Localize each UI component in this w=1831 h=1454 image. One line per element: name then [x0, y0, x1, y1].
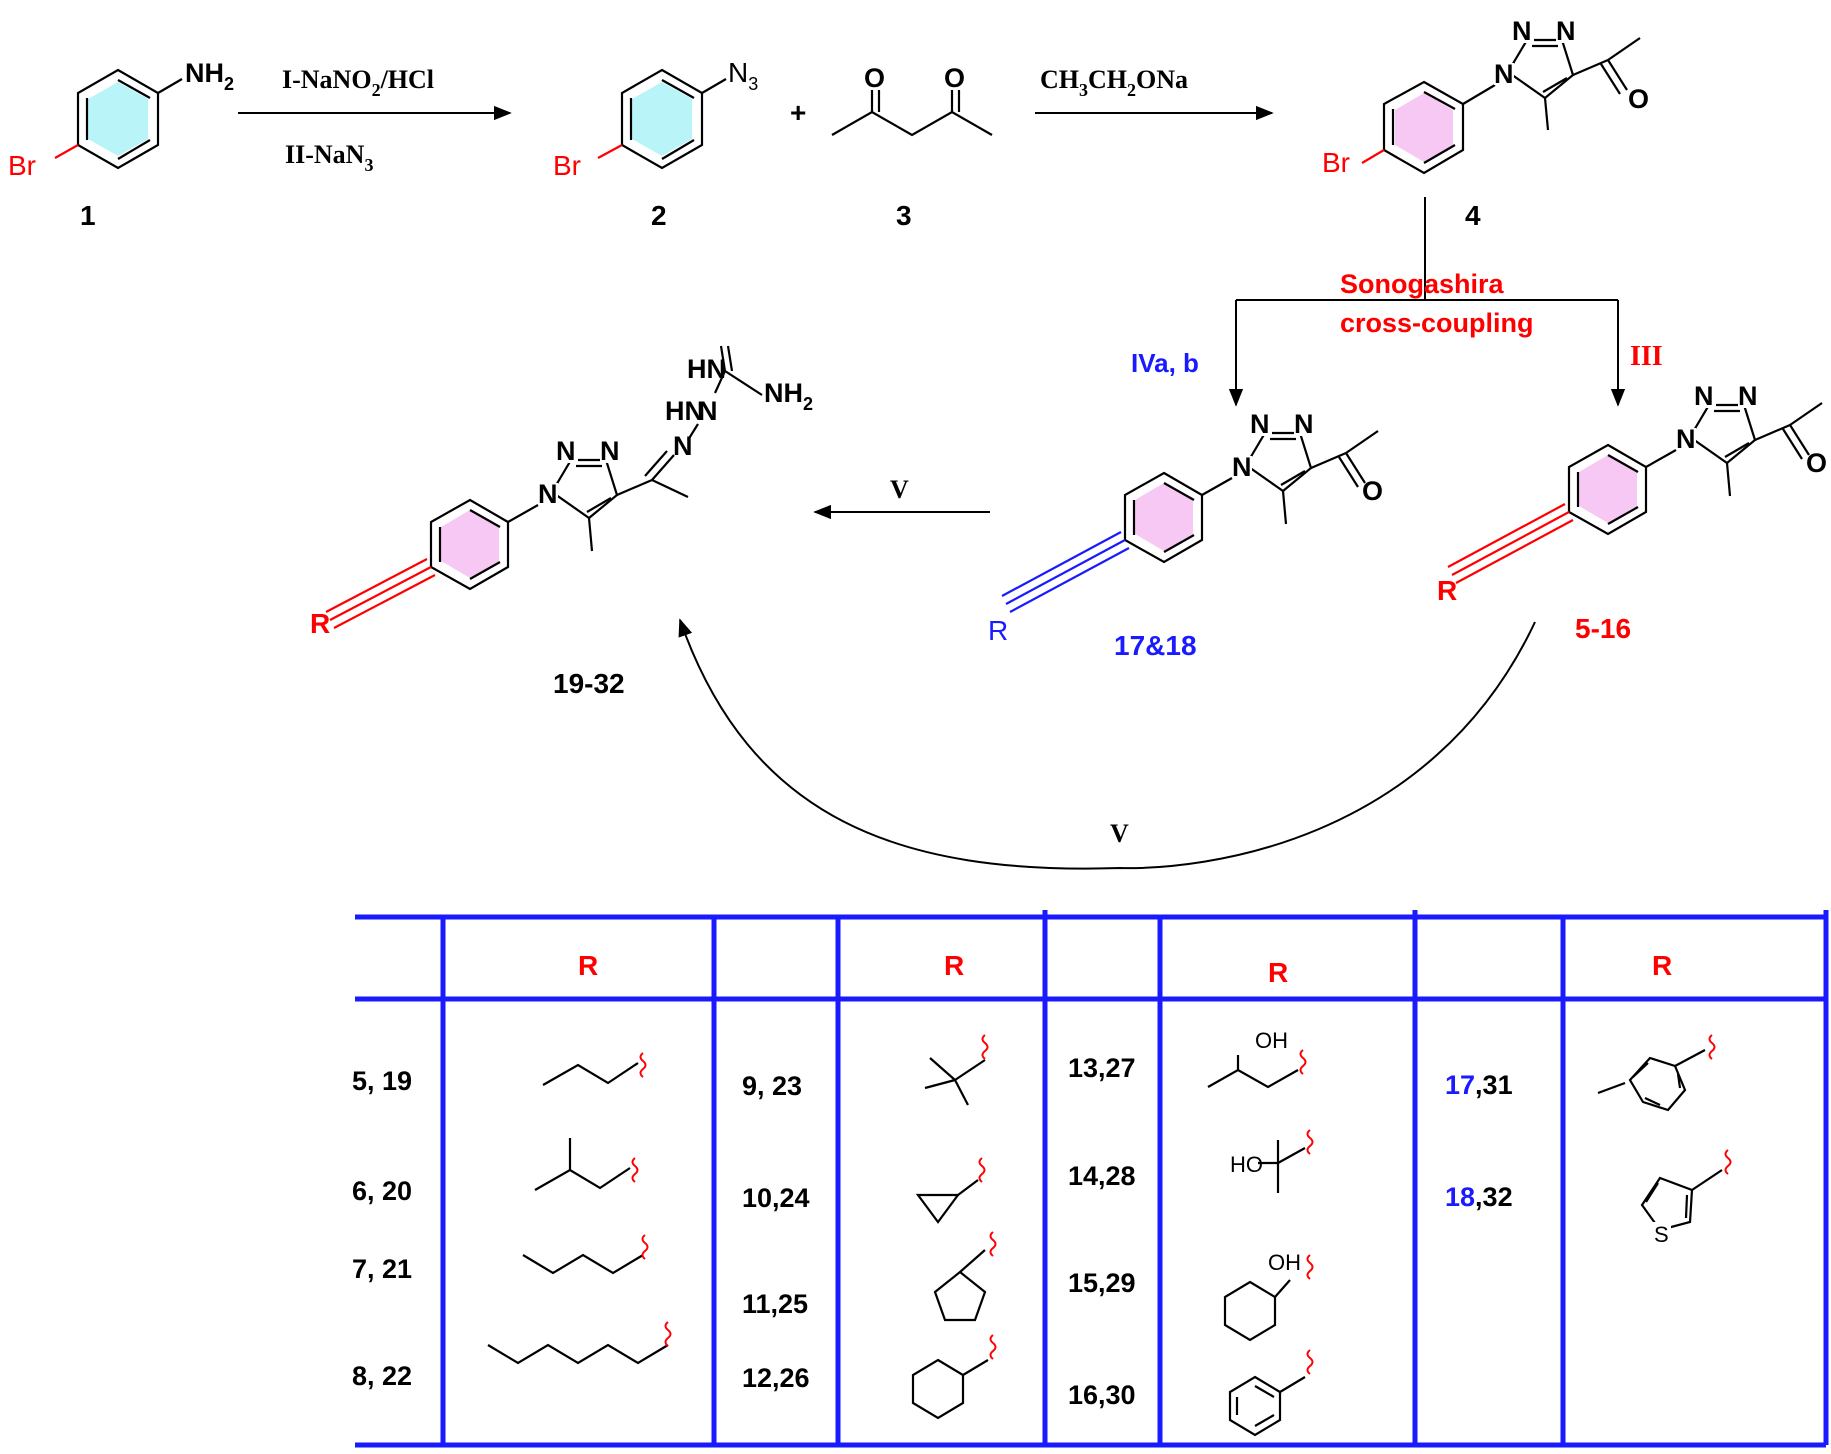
table-header-r-2: R	[944, 950, 964, 981]
substituent-isobutyl	[534, 1138, 639, 1191]
substituent-2-hydroxybutyl: OH	[1207, 1028, 1307, 1089]
nitrogen-label: N	[1250, 409, 1270, 439]
sonogashira-branch: Sonogashira cross-coupling IVa, b III	[1131, 197, 1663, 407]
compound-3-structure: O O	[831, 63, 993, 137]
table-row-label: 14,28	[1068, 1161, 1136, 1191]
nitrogen-label: N	[673, 431, 693, 461]
table-row-label: 13,27	[1068, 1053, 1136, 1083]
nitrogen-label: N	[1676, 424, 1696, 454]
amine-label: NH2	[185, 58, 234, 94]
table-header-r-3: R	[1268, 957, 1288, 988]
condition-step2: CH3CH2ONa	[1040, 65, 1188, 100]
table-header-r-4: R	[1652, 950, 1672, 981]
arrow-step-1: I-NaNO2/HCl II-NaN3	[238, 65, 512, 175]
bromo-label: Br	[553, 150, 581, 181]
table-row-label: 16,30	[1068, 1380, 1136, 1410]
substituent-2-hydroxypropan-2-yl: HO	[1230, 1129, 1314, 1193]
substituent-cyclopentyl	[933, 1231, 997, 1322]
condition-v-bottom: V	[1110, 819, 1129, 848]
substituent-cyclopropyl	[915, 1157, 986, 1224]
compound-19-32-structure: N N N N HN N HN NH2 R	[310, 345, 813, 639]
r-group-label: R	[988, 615, 1008, 646]
sonogashira-label-line1: Sonogashira	[1340, 269, 1505, 299]
substituent-butyl	[522, 1234, 649, 1275]
bromo-label: Br	[1322, 147, 1350, 178]
hydroxyl-label: OH	[1268, 1250, 1301, 1275]
nitrogen-label: N	[1556, 16, 1576, 46]
nitrogen-label: N	[556, 436, 576, 466]
hydroxyl-label: HO	[1230, 1152, 1263, 1177]
arrow-step-v-top: V	[813, 475, 990, 520]
arrow-step-v-bottom: V	[678, 618, 1536, 870]
compound-label-2: 2	[651, 200, 667, 231]
substituent-thiophen-3-yl: S	[1640, 1149, 1732, 1247]
bromo-label: Br	[8, 150, 36, 181]
sonogashira-label-line2: cross-coupling	[1340, 308, 1534, 338]
table-row-label: 6, 20	[352, 1176, 412, 1206]
sulfur-label: S	[1654, 1222, 1669, 1247]
amine-label: NH2	[764, 378, 813, 414]
compound-label-17-18: 17&18	[1114, 630, 1197, 661]
table-row-label: 17,31	[1445, 1070, 1513, 1100]
amidine-nh-label: HN	[687, 354, 726, 384]
condition-iva-b: IVa, b	[1131, 348, 1199, 378]
r-group-label: R	[310, 608, 330, 639]
hydroxyl-label: OH	[1255, 1028, 1288, 1053]
compound-17-18-structure: N N N O R	[988, 409, 1383, 646]
azide-label: N3	[728, 57, 758, 94]
nitrogen-label: N	[1512, 16, 1532, 46]
oxygen-label: O	[1362, 476, 1383, 506]
table-row-label: 5, 19	[352, 1066, 412, 1096]
nitrogen-label: N	[538, 479, 558, 509]
compound-label-3: 3	[896, 200, 912, 231]
table-row-label: 18,32	[1445, 1182, 1513, 1212]
compound-label-1: 1	[80, 200, 96, 231]
nitrogen-label: N	[1694, 381, 1714, 411]
table-row-label: 8, 22	[352, 1361, 412, 1391]
compound-4-structure: N N N O Br	[1322, 16, 1649, 178]
compound-label-19-32: 19-32	[553, 668, 625, 699]
nitrogen-label: N	[1294, 409, 1314, 439]
substituent-propyl	[542, 1052, 647, 1086]
table-row-label: 11,25	[742, 1289, 808, 1319]
compound-1-structure: NH2 Br	[8, 58, 234, 181]
compound-label-5-16: 5-16	[1575, 613, 1631, 644]
substituent-1-hydroxycyclohexyl: OH	[1223, 1250, 1314, 1342]
substituent-table: R R R R 5, 19 6, 20 7, 21 8, 22 9, 23 10…	[352, 910, 1829, 1448]
table-row-label: 10,24	[742, 1183, 810, 1213]
r-group-label: R	[1437, 575, 1457, 606]
oxygen-label: O	[1628, 84, 1649, 114]
condition-iii: III	[1630, 341, 1663, 372]
compound-2-structure: N3 Br	[553, 57, 758, 181]
arrow-step-2: CH3CH2ONa	[1035, 65, 1274, 121]
oxygen-label: O	[944, 63, 965, 93]
nitrogen-label: N	[600, 436, 620, 466]
table-row-label: 15,29	[1068, 1268, 1136, 1298]
nitrogen-label: N	[1494, 59, 1514, 89]
hydrazone-nh-label: HN	[665, 396, 704, 426]
substituent-hexyl	[487, 1321, 672, 1365]
condition-step1-bottom: II-NaN3	[285, 140, 373, 175]
table-header-r-1: R	[578, 950, 598, 981]
substituent-tert-butyl	[924, 1034, 989, 1106]
oxygen-label: O	[1806, 448, 1827, 478]
condition-v-top: V	[890, 475, 909, 504]
nitrogen-label: N	[1232, 452, 1252, 482]
substituent-p-tolyl	[1597, 1034, 1716, 1112]
substituent-cyclohexyl	[911, 1334, 997, 1420]
table-row-label: 12,26	[742, 1363, 810, 1393]
compound-5-16-structure: N N N O R	[1437, 381, 1827, 606]
condition-step1-top: I-NaNO2/HCl	[282, 65, 434, 100]
hydrazone-n-label: N	[698, 396, 718, 426]
table-row-label: 9, 23	[742, 1071, 802, 1101]
plus-sign: +	[790, 97, 806, 128]
nitrogen-label: N	[1738, 381, 1758, 411]
oxygen-label: O	[864, 63, 885, 93]
substituent-phenyl	[1228, 1349, 1314, 1437]
compound-label-4: 4	[1465, 200, 1481, 231]
table-row-label: 7, 21	[352, 1254, 412, 1284]
